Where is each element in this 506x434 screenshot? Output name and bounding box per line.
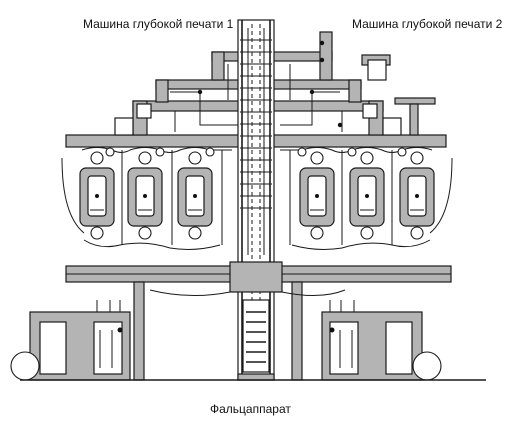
- print-unit-1: [61, 151, 115, 240]
- press-1-label: Машина глубокой печати 1: [83, 17, 234, 31]
- folder-label: Фальцаппарат: [210, 402, 291, 416]
- reel-stand-right: [321, 300, 442, 381]
- printing-units: [61, 147, 453, 250]
- press-2-label: Машина глубокой печати 2: [352, 17, 503, 31]
- reel-stand-left: [10, 300, 131, 381]
- print-unit-6: [399, 151, 453, 240]
- central-tower: [229, 19, 283, 381]
